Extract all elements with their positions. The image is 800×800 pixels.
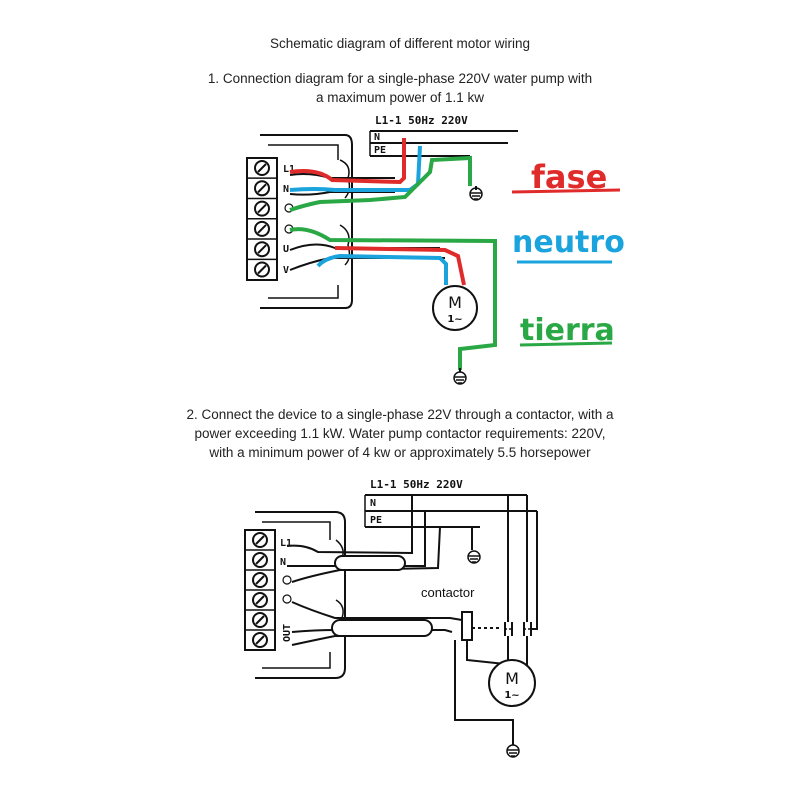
contactor-label: contactor [421,585,475,600]
supply-label-2: L1-1 50Hz 220V [370,478,463,491]
section2-caption-line1: 2. Connect the device to a single-phase … [186,407,614,422]
ground-icon [506,744,520,758]
contactor-coil [461,611,473,641]
neutral-wire-1 [289,145,422,192]
motor-sub-1: 1~ [447,314,462,325]
section2-caption: 2. Connect the device to a single-phase … [0,405,800,462]
screw-slot [257,183,267,194]
motor-1: M 1~ [432,285,478,331]
supply-lines-1: L1-1 50Hz 220V N PE [369,114,518,157]
terminal-label-l1-1: L1 [283,164,295,175]
terminal-block-2 [244,529,276,651]
screw-slot [257,264,267,275]
terminal-block-1 [246,157,278,281]
screw-slot [257,244,267,254]
terminal-label-l1-2: L1 [280,538,292,549]
section1-caption: 1. Connection diagram for a single-phase… [0,69,800,107]
supply-lines-2: L1-1 50Hz 220V N PE [364,478,537,528]
screw-slot [255,555,265,565]
color-legend: fase neutro tierra [511,158,625,348]
ground-icon [469,186,483,201]
terminal-label-n-1: N [283,184,289,195]
terminal-label-u-1: U [283,244,289,255]
out-label: OUT [282,624,293,642]
earth-wire-motor-1 [289,227,497,370]
earth-symbol-small-icon [282,594,292,604]
earth-wire-1 [289,155,472,212]
screw-slot [255,635,265,645]
section2-caption-line2: power exceeding 1.1 kW. Water pump conta… [194,426,606,441]
diagram-1: L1-1 50Hz 220V N PE L1 N U V [246,114,625,385]
neutral-wire-motor-1 [316,253,448,285]
pe-label-1: PE [374,145,386,156]
phase-wire-motor-1 [334,246,466,286]
screw-slot [257,163,267,173]
ground-icon [453,368,467,385]
screw-slot [255,535,265,545]
device-housing-1 [260,134,353,309]
main-title-text: Schematic diagram of different motor wir… [269,36,531,51]
screw-slot [257,224,267,234]
n-label-2: N [370,498,376,509]
screw-slot [255,575,265,585]
pe-label-2: PE [370,515,382,526]
motor-label-2: M [505,669,519,688]
motor-sub-2: 1~ [504,690,519,701]
section1-caption-line1: 1. Connection diagram for a single-phase… [207,71,593,86]
supply-label-1: L1-1 50Hz 220V [375,114,468,127]
earth-symbol-small-icon [282,575,292,585]
section1-caption-line2: a maximum power of 1.1 kw [315,90,485,105]
section2-caption-line3: with a minimum power of 4 kw or approxim… [209,445,591,460]
terminal-label-n-2: N [280,557,286,568]
screw-slot [257,203,267,214]
main-title: Schematic diagram of different motor wir… [0,34,800,53]
diagram-2: L1 N OUT L1-1 50Hz 220V N PE contactor [244,478,538,758]
motor-2: M 1~ [488,659,536,707]
contactor-contacts [504,622,532,636]
terminal-label-v-1: V [283,265,289,276]
ground-icon [467,550,481,564]
motor-label-1: M [448,293,462,312]
device-housing-2 [255,511,346,679]
n-label-1: N [374,132,380,143]
screw-slot [255,595,265,605]
phase-wire-1 [289,138,406,185]
screw-slot [255,615,265,625]
legend-neutro: neutro [512,225,625,260]
